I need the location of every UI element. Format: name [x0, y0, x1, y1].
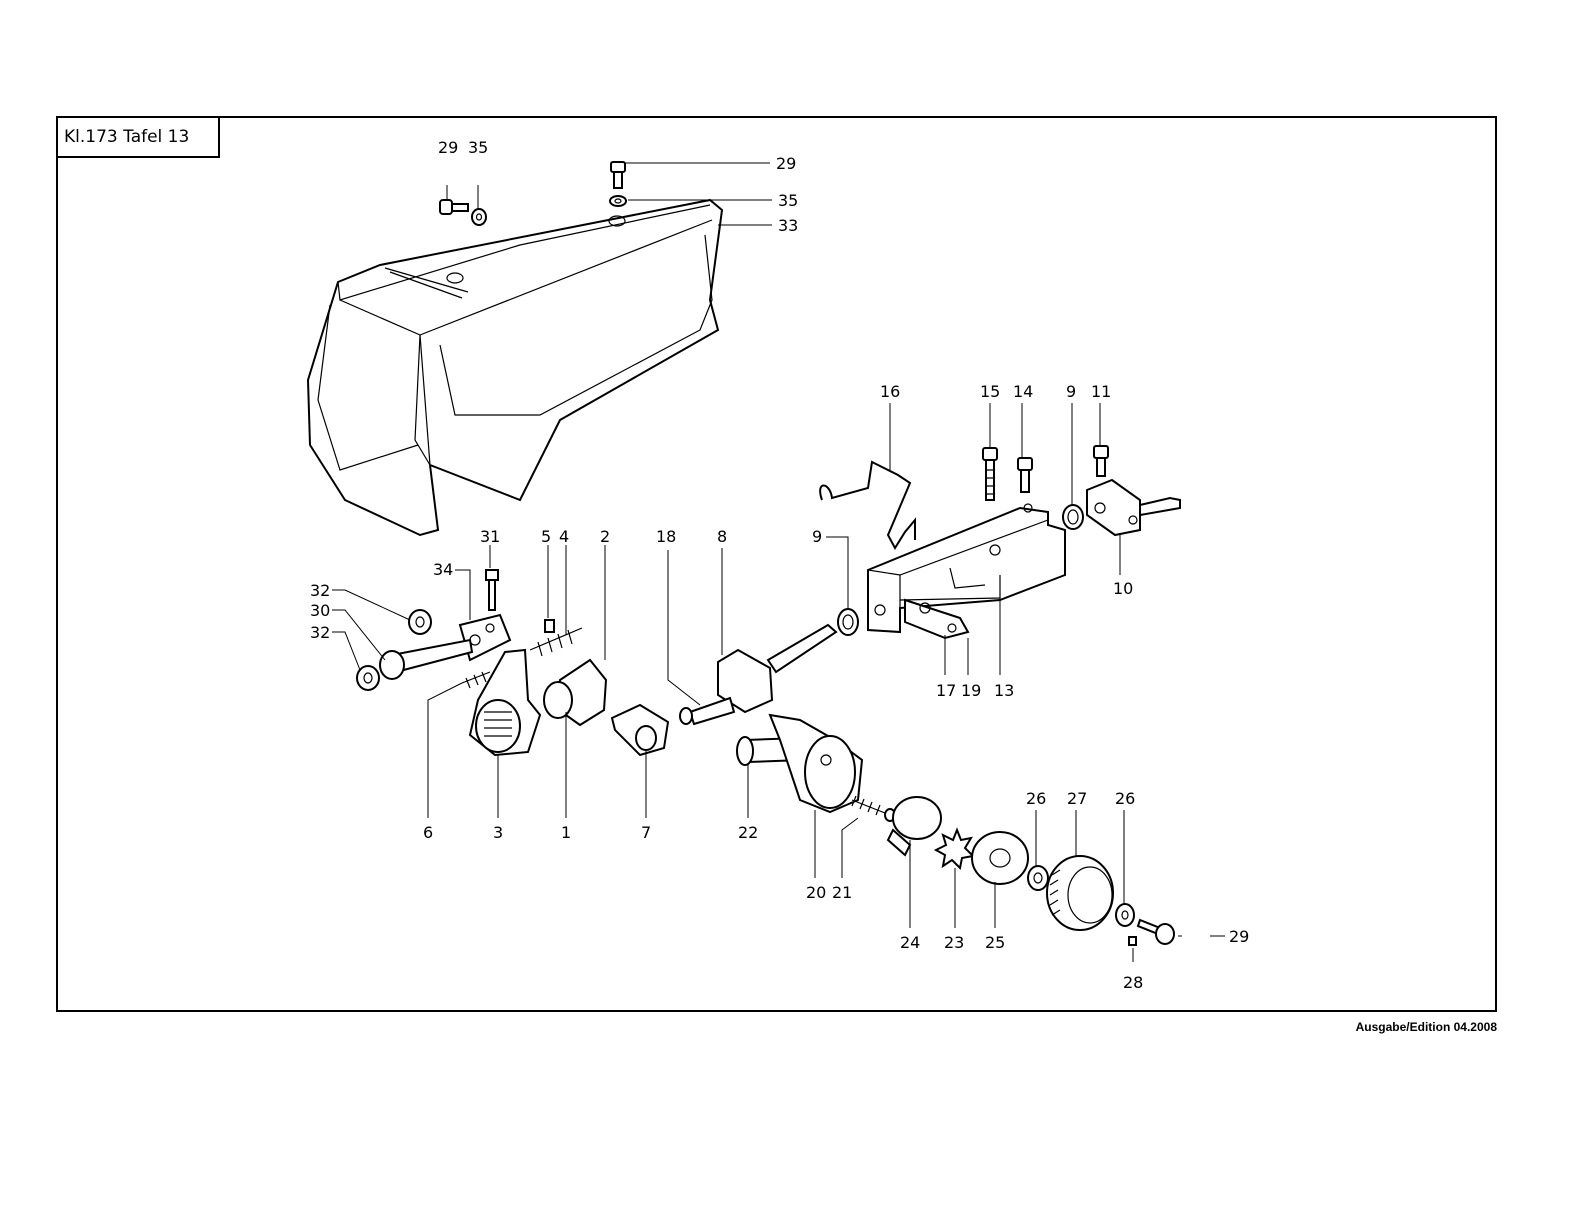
cover-part-33: [308, 200, 722, 535]
washer-part-35-left: [472, 209, 486, 225]
setscrew-part-28: [1129, 937, 1136, 945]
callout-1: 1: [561, 823, 571, 842]
callout-5: 5: [541, 527, 551, 546]
callout-4: 4: [559, 527, 569, 546]
callout-31: 31: [480, 527, 500, 546]
callout-27: 27: [1067, 789, 1087, 808]
hook-part-20: [770, 715, 862, 812]
screw-part-31: [486, 570, 498, 610]
callout-23: 23: [944, 933, 964, 952]
gear-part-25: [972, 832, 1028, 884]
washer-part-35-top: [610, 196, 626, 206]
callout-22: 22: [738, 823, 758, 842]
screw-part-29-left: [440, 200, 468, 214]
bushing-part-2: [544, 660, 606, 725]
callout-2: 2: [600, 527, 610, 546]
arm-part-10: [1087, 480, 1180, 535]
callout-24: 24: [900, 933, 920, 952]
callout-18: 18: [656, 527, 676, 546]
callout-30: 30: [310, 601, 330, 620]
callout-16: 16: [880, 382, 900, 401]
callout-29: 29: [438, 138, 458, 157]
callout-35: 35: [468, 138, 488, 157]
washer-part-26-right: [1116, 904, 1134, 926]
callout-35: 35: [778, 191, 798, 210]
callout-29: 29: [776, 154, 796, 173]
callout-29: 29: [1229, 927, 1249, 946]
callout-20: 20: [806, 883, 826, 902]
callout-26: 26: [1115, 789, 1135, 808]
screw-part-15: [983, 448, 997, 500]
callout-7: 7: [641, 823, 651, 842]
bracket-part-13: [868, 504, 1065, 632]
callout-26: 26: [1026, 789, 1046, 808]
callout-17: 17: [936, 681, 956, 700]
eccentric-part-3: [470, 650, 540, 755]
washer-part-26-left: [1028, 866, 1048, 890]
knob-part-27: [1047, 856, 1113, 930]
washer-part-9-top: [1063, 505, 1083, 529]
pin-part-18: [680, 708, 692, 724]
setscrew-part-5: [545, 620, 554, 632]
callout-13: 13: [994, 681, 1014, 700]
washer-part-32-upper: [409, 610, 431, 634]
callout-3: 3: [493, 823, 503, 842]
callout-8: 8: [717, 527, 727, 546]
star-part-23: [936, 830, 973, 868]
callout-9: 9: [812, 527, 822, 546]
shaft-part-8: [690, 625, 836, 724]
screw-part-11: [1094, 446, 1108, 476]
callout-15: 15: [980, 382, 1000, 401]
callout-34: 34: [433, 560, 453, 579]
callout-10: 10: [1113, 579, 1133, 598]
spring-part-16: [820, 462, 915, 548]
callout-25: 25: [985, 933, 1005, 952]
callout-28: 28: [1123, 973, 1143, 992]
cam-part-7: [612, 705, 668, 755]
callout-14: 14: [1013, 382, 1033, 401]
callout-19: 19: [961, 681, 981, 700]
callout-32: 32: [310, 581, 330, 600]
callout-9: 9: [1066, 382, 1076, 401]
callout-33: 33: [778, 216, 798, 235]
spring-part-4: [530, 628, 582, 656]
callout-32: 32: [310, 623, 330, 642]
screw-part-29-right: [1138, 920, 1174, 944]
washer-part-9-shaft: [838, 609, 858, 635]
link-part-30: [380, 640, 472, 679]
callout-21: 21: [832, 883, 852, 902]
callout-11: 11: [1091, 382, 1111, 401]
screw-part-14: [1018, 458, 1032, 492]
plate-part-24: [888, 797, 941, 855]
screw-part-29-top: [611, 162, 625, 188]
callout-6: 6: [423, 823, 433, 842]
